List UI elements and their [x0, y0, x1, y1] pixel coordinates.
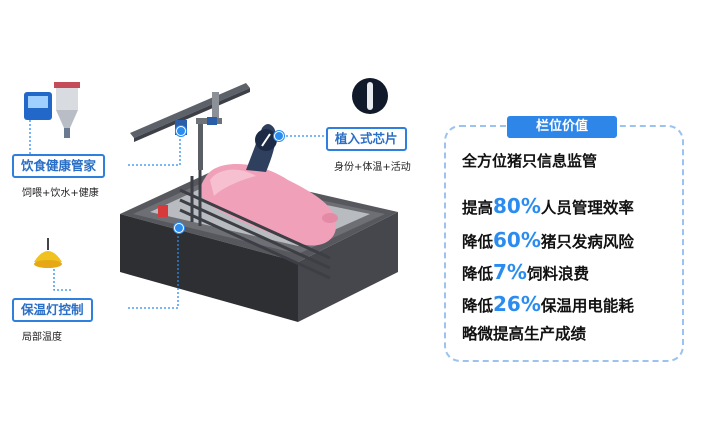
feeding-manager-label: 饮食健康管家 — [12, 154, 106, 178]
heat-lamp-icon — [34, 238, 62, 268]
sow-figure — [200, 163, 338, 246]
feeding-manager-subtitle: 饲喂+饮水+健康 — [22, 188, 99, 199]
stat-line-3: 降低7%饲料浪费 — [462, 260, 589, 284]
stat-line-1: 提高80%人员管理效率 — [462, 194, 634, 218]
overhead-rail — [130, 83, 250, 142]
connector-dot-lamp — [174, 223, 184, 233]
chip-product-icon — [352, 78, 388, 114]
value-panel-header: 栏位价值 — [507, 116, 617, 138]
value-panel — [444, 125, 684, 362]
chip-indicator — [246, 124, 277, 172]
connector-dot-feeding — [176, 126, 186, 136]
crate-bars — [179, 170, 331, 280]
heat-lamp-control-label: 保温灯控制 — [12, 298, 93, 322]
feeder-device-icon — [24, 82, 80, 138]
stat-closing-line: 略微提高生产成绩 — [462, 325, 587, 343]
stat-line-2: 降低60%猪只发病风险 — [462, 228, 634, 252]
heat-lamp-subtitle: 局部温度 — [22, 332, 62, 343]
value-panel-subtitle: 全方位猪只信息监管 — [462, 152, 598, 170]
stat-line-4: 降低26%保温用电能耗 — [462, 292, 634, 316]
implant-chip-subtitle: 身份+体温+活动 — [334, 162, 411, 173]
implant-chip-label: 植入式芯片 — [326, 127, 407, 151]
heat-lamp-unit — [158, 205, 168, 217]
connector-dot-chip — [274, 131, 284, 141]
